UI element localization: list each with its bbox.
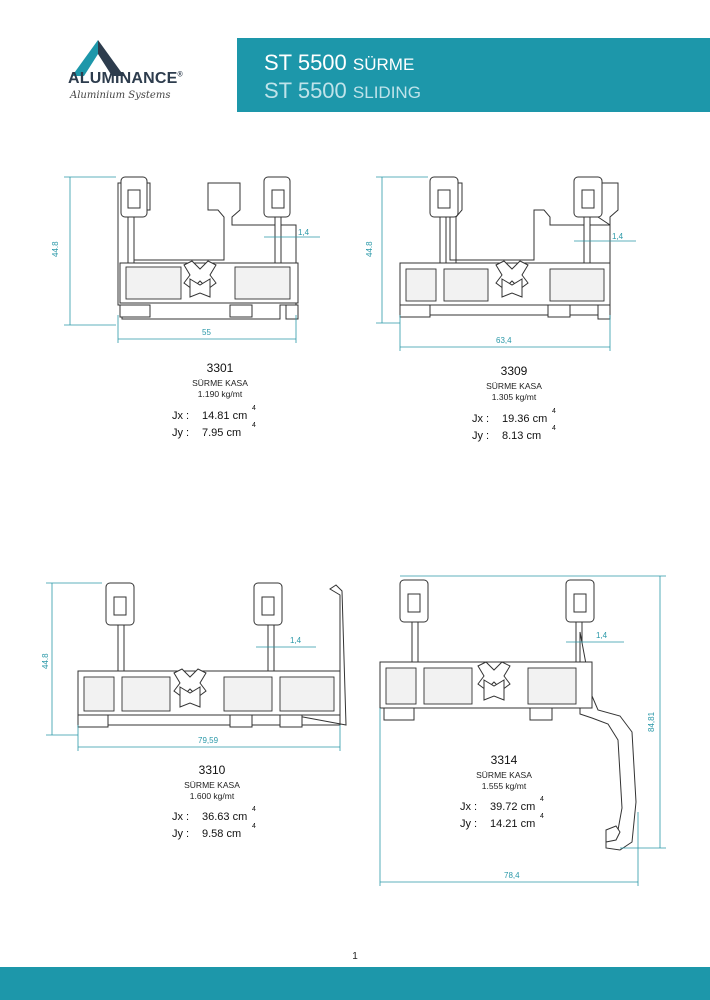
aluminance-logo-icon bbox=[72, 40, 124, 76]
profile-code: 3314 bbox=[490, 753, 518, 767]
profile-weight: 1.600 kg/mt bbox=[189, 791, 235, 801]
profile-name: SÜRME KASA bbox=[476, 770, 532, 780]
dim-height: 44.8 bbox=[41, 653, 50, 669]
brand-tagline: Aluminium Systems bbox=[70, 90, 171, 101]
brand-logo: ALUMINANCE® Aluminium Systems bbox=[40, 38, 235, 112]
dim-wall: 1,4 bbox=[298, 228, 310, 237]
dim-wall: 1,4 bbox=[290, 636, 302, 645]
dim-width: 55 bbox=[202, 328, 211, 337]
profile-code: 3309 bbox=[500, 364, 528, 378]
header-title-band: ST 5500 SÜRME ST 5500 SLIDING bbox=[237, 38, 710, 112]
profile-name: SÜRME KASA bbox=[486, 381, 542, 391]
profile-3310-info: 3310 SÜRME KASA 1.600 kg/mt bbox=[132, 763, 292, 801]
profile-weight: 1.190 kg/mt bbox=[197, 389, 243, 399]
profile-3309-drawing: 44.8 63,4 1,4 bbox=[365, 176, 636, 351]
footer-band bbox=[0, 967, 710, 1000]
dim-height: 44.8 bbox=[365, 241, 374, 257]
profile-code: 3310 bbox=[198, 763, 226, 777]
dim-wall: 1,4 bbox=[596, 631, 608, 640]
profile-3301-info: 3301 SÜRME KASA 1.190 kg/mt bbox=[140, 361, 300, 399]
profile-name: SÜRME KASA bbox=[192, 378, 248, 388]
page-number: 1 bbox=[352, 951, 358, 962]
dim-wall: 1,4 bbox=[612, 232, 624, 241]
dim-width: 63,4 bbox=[496, 336, 512, 345]
dim-height: 44.8 bbox=[51, 241, 60, 257]
profile-3301-drawing: 44.8 55 1,4 bbox=[51, 176, 320, 343]
profile-code: 3301 bbox=[206, 361, 234, 375]
brand-name: ALUMINANCE® bbox=[68, 70, 183, 87]
title-turkish: ST 5500 SÜRME bbox=[264, 50, 415, 75]
profile-3310-drawing: 44.8 79,59 1,4 bbox=[41, 582, 347, 751]
profile-name: SÜRME KASA bbox=[184, 780, 240, 790]
dim-width: 78,4 bbox=[504, 871, 520, 880]
dim-width: 79,59 bbox=[198, 736, 219, 745]
profile-weight: 1.305 kg/mt bbox=[491, 392, 537, 402]
dim-height: 84,81 bbox=[647, 711, 656, 732]
profile-3309-info: 3309 SÜRME KASA 1.305 kg/mt bbox=[434, 364, 594, 402]
profile-3314-drawing: 84,81 78,4 1,4 bbox=[379, 575, 666, 886]
profile-weight: 1.555 kg/mt bbox=[481, 781, 527, 791]
title-english: ST 5500 SLIDING bbox=[264, 78, 421, 103]
profile-3314-info: 3314 SÜRME KASA 1.555 kg/mt bbox=[424, 753, 584, 791]
